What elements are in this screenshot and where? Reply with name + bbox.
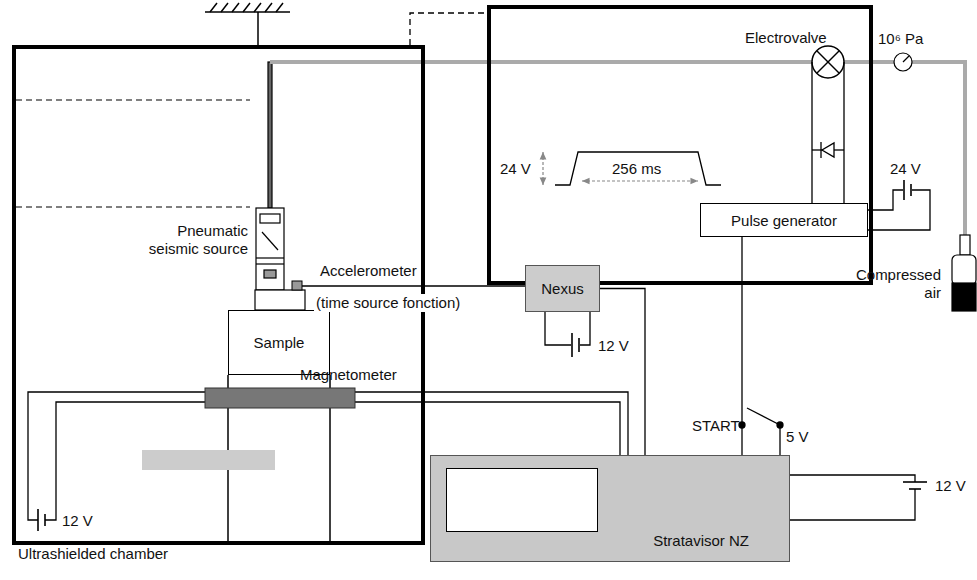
part-label: Magnetometer xyxy=(300,366,397,384)
node-label: Stratavisor NZ xyxy=(653,532,749,549)
voltage-label: 12 V xyxy=(598,337,629,355)
voltage-label: 24 V xyxy=(500,160,531,178)
node-label: Pulse generator xyxy=(731,212,837,229)
voltage-label: 12 V xyxy=(62,512,93,530)
air-supply-label: Compressed air xyxy=(846,266,941,302)
pneumatic-source xyxy=(256,62,284,290)
connector-wire xyxy=(741,237,742,455)
battery-symbol xyxy=(903,482,927,489)
pulse-waveform xyxy=(555,152,721,185)
start-switch xyxy=(739,408,783,455)
switch-label: START xyxy=(692,417,740,435)
accelerometer-wire xyxy=(302,285,525,286)
stratavisor-box: Stratavisor NZ xyxy=(430,455,790,562)
pressure-gauge xyxy=(894,53,912,71)
node-label: Electrovalve xyxy=(745,29,827,46)
part-label: Accelerometer xyxy=(320,262,417,280)
valve-wires xyxy=(812,62,844,203)
support-plate xyxy=(142,450,275,470)
connector-wire xyxy=(600,289,645,456)
magnetometer-bar xyxy=(205,388,355,408)
duration-label: 256 ms xyxy=(612,160,661,178)
accelerometer xyxy=(292,281,302,290)
node-label: Nexus xyxy=(541,280,584,297)
amplitude-arrow xyxy=(542,152,543,185)
compressed-air-bottle xyxy=(952,235,976,311)
battery-symbol xyxy=(38,509,45,531)
voltage-label: 5 V xyxy=(786,428,809,446)
battery-wires xyxy=(790,475,915,520)
battery-wires xyxy=(545,312,590,345)
duration-arrow xyxy=(582,180,698,181)
connector-wire xyxy=(410,13,487,45)
part-label: (time source fonction) xyxy=(314,294,462,312)
ceiling-support xyxy=(205,3,290,45)
voltage-label: 12 V xyxy=(935,477,966,495)
level-lines xyxy=(16,100,250,207)
sample-cap xyxy=(255,290,305,310)
voltage-label: 24 V xyxy=(890,160,921,178)
node-label: Sample xyxy=(254,334,305,351)
node-label: Ultrashielded chamber xyxy=(18,545,168,562)
pressure-label: 10⁶ Pa xyxy=(878,30,923,48)
diode-symbol xyxy=(821,142,834,158)
sample-box: Sample xyxy=(228,310,330,375)
battery-wires xyxy=(868,190,930,230)
electrovalve-symbol xyxy=(812,46,844,78)
battery-symbol xyxy=(572,333,579,357)
nexus-box: Nexus xyxy=(525,265,600,312)
screen xyxy=(446,468,598,532)
source-label: Pneumatic seismic source xyxy=(128,222,248,258)
battery-symbol xyxy=(904,180,911,200)
pulse-generator-box: Pulse generator xyxy=(700,203,868,237)
electrovalve-enclosure: ElectrovalvePulse generator xyxy=(487,5,873,285)
